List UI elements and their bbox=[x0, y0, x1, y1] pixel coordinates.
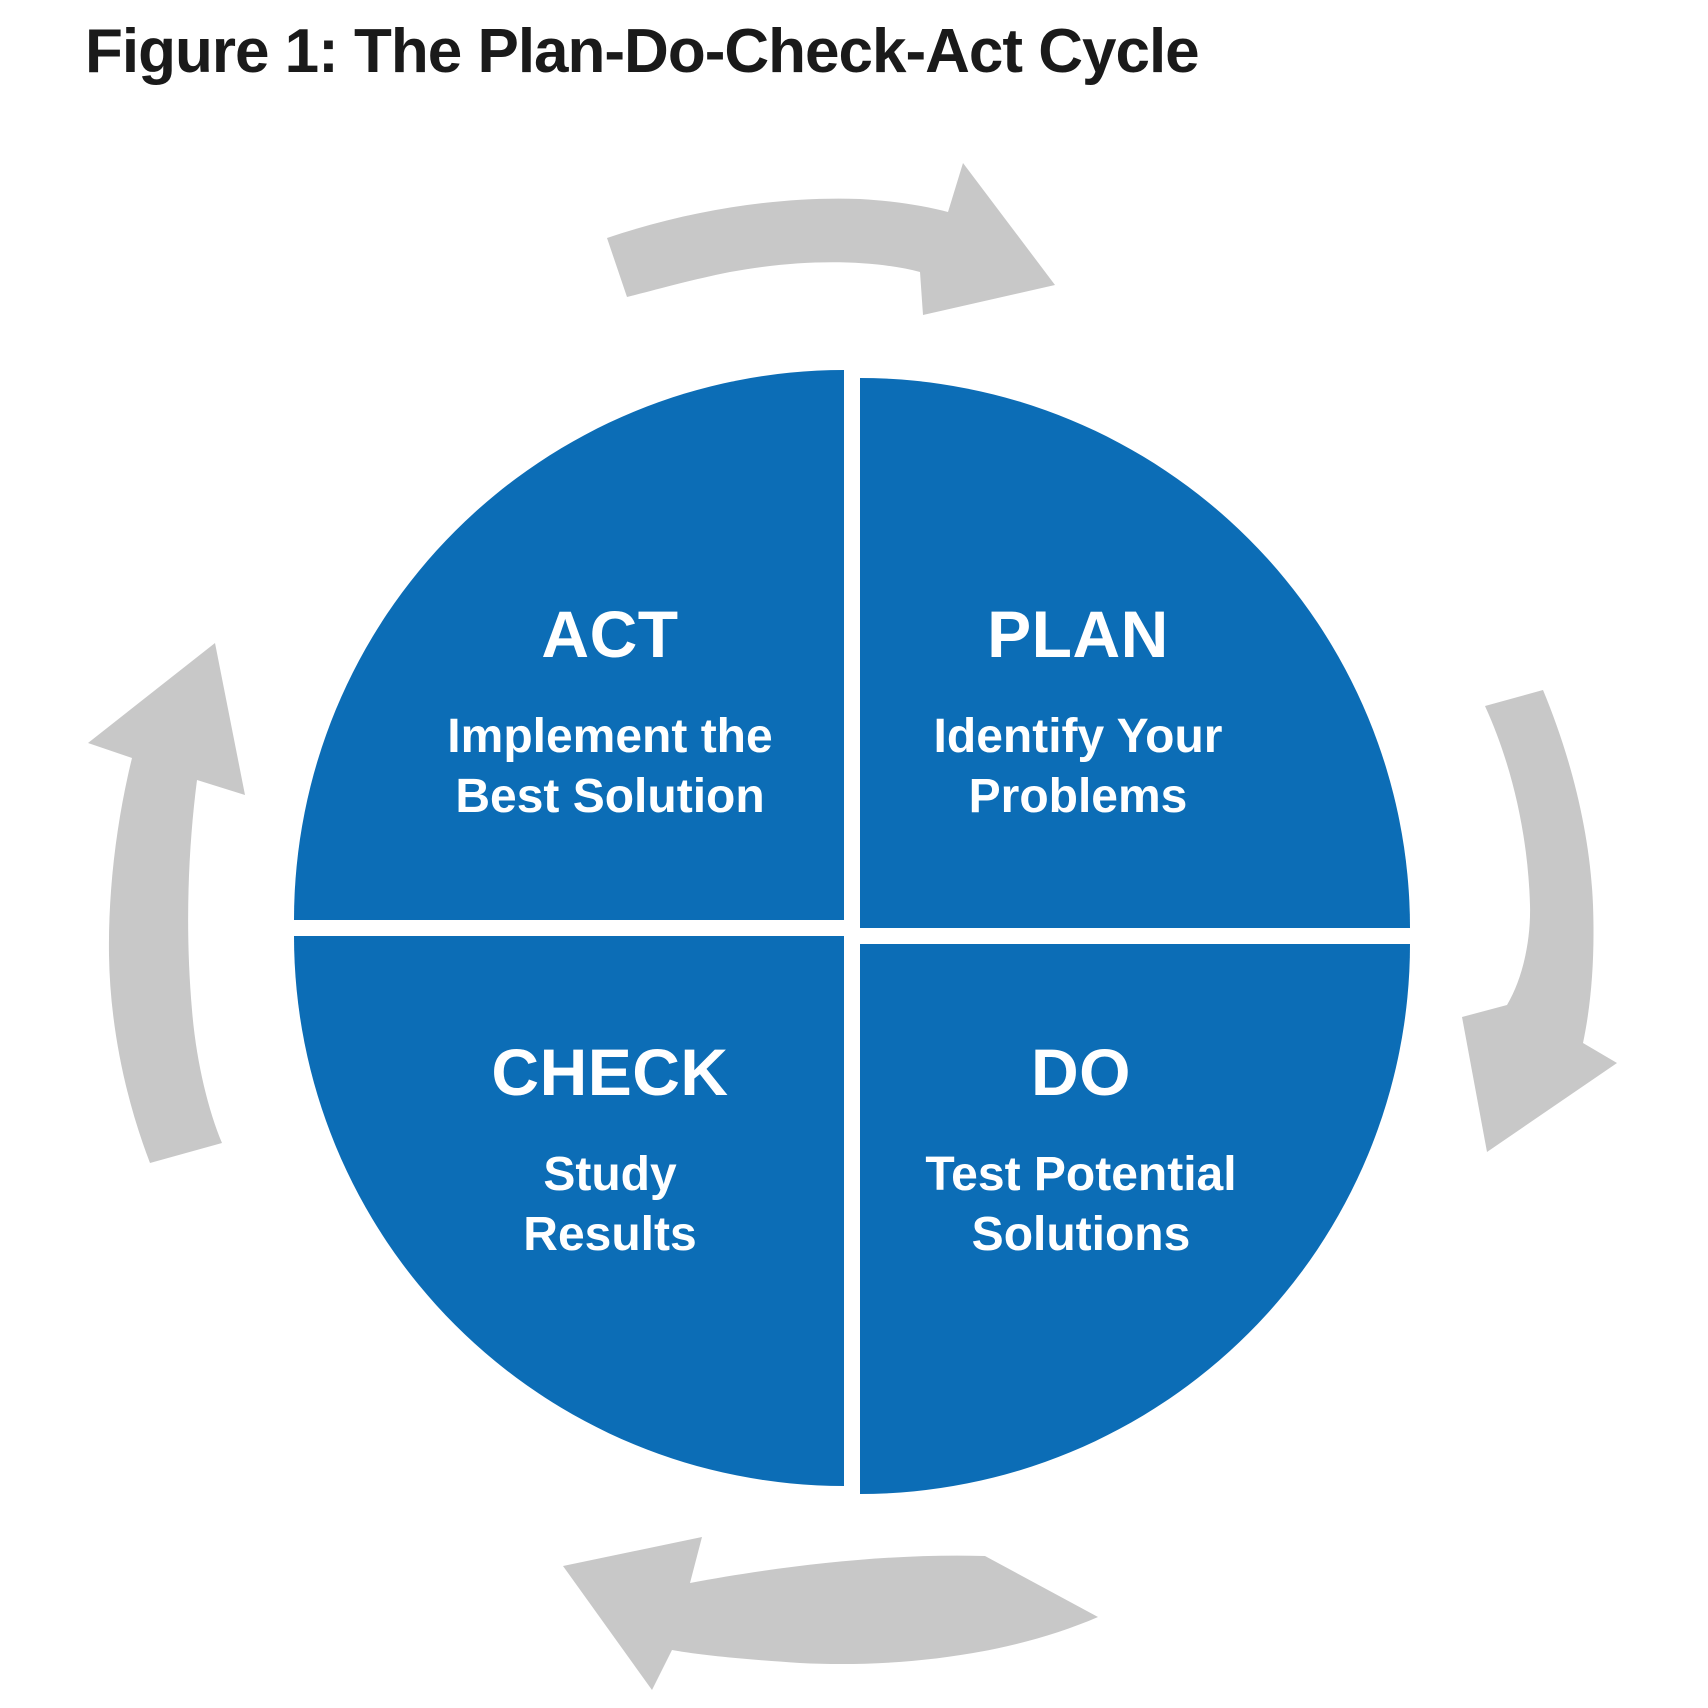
quadrant-plan-shape bbox=[860, 378, 1410, 928]
quadrant-do: DO Test Potential Solutions bbox=[925, 1035, 1236, 1265]
quadrant-act: ACT Implement the Best Solution bbox=[447, 597, 772, 827]
quadrant-act-label: ACT bbox=[541, 597, 679, 672]
quadrant-act-shape bbox=[294, 370, 844, 920]
quadrant-check-description: Study Results bbox=[523, 1147, 697, 1261]
quadrant-do-description: Test Potential Solutions bbox=[925, 1147, 1237, 1261]
figure-title: Figure 1: The Plan-Do-Check-Act Cycle bbox=[85, 17, 1200, 86]
quadrant-plan-label: PLAN bbox=[987, 597, 1169, 672]
quadrant-plan: PLAN Identify Your Problems bbox=[934, 597, 1223, 827]
quadrant-plan-description: Identify Your Problems bbox=[933, 709, 1223, 823]
quadrant-check-shape bbox=[294, 936, 844, 1486]
pdca-circle bbox=[294, 370, 1410, 1494]
arrow-bottom-icon bbox=[563, 1537, 1098, 1690]
arrow-left-icon bbox=[88, 643, 245, 1163]
quadrant-do-shape bbox=[860, 944, 1410, 1494]
quadrant-check: CHECK Study Results bbox=[491, 1035, 728, 1265]
quadrant-do-label: DO bbox=[1031, 1035, 1131, 1110]
quadrant-check-label: CHECK bbox=[491, 1035, 729, 1110]
quadrant-act-description: Implement the Best Solution bbox=[447, 709, 773, 823]
arrow-right-icon bbox=[1462, 690, 1617, 1152]
arrow-top-icon bbox=[607, 163, 1055, 315]
